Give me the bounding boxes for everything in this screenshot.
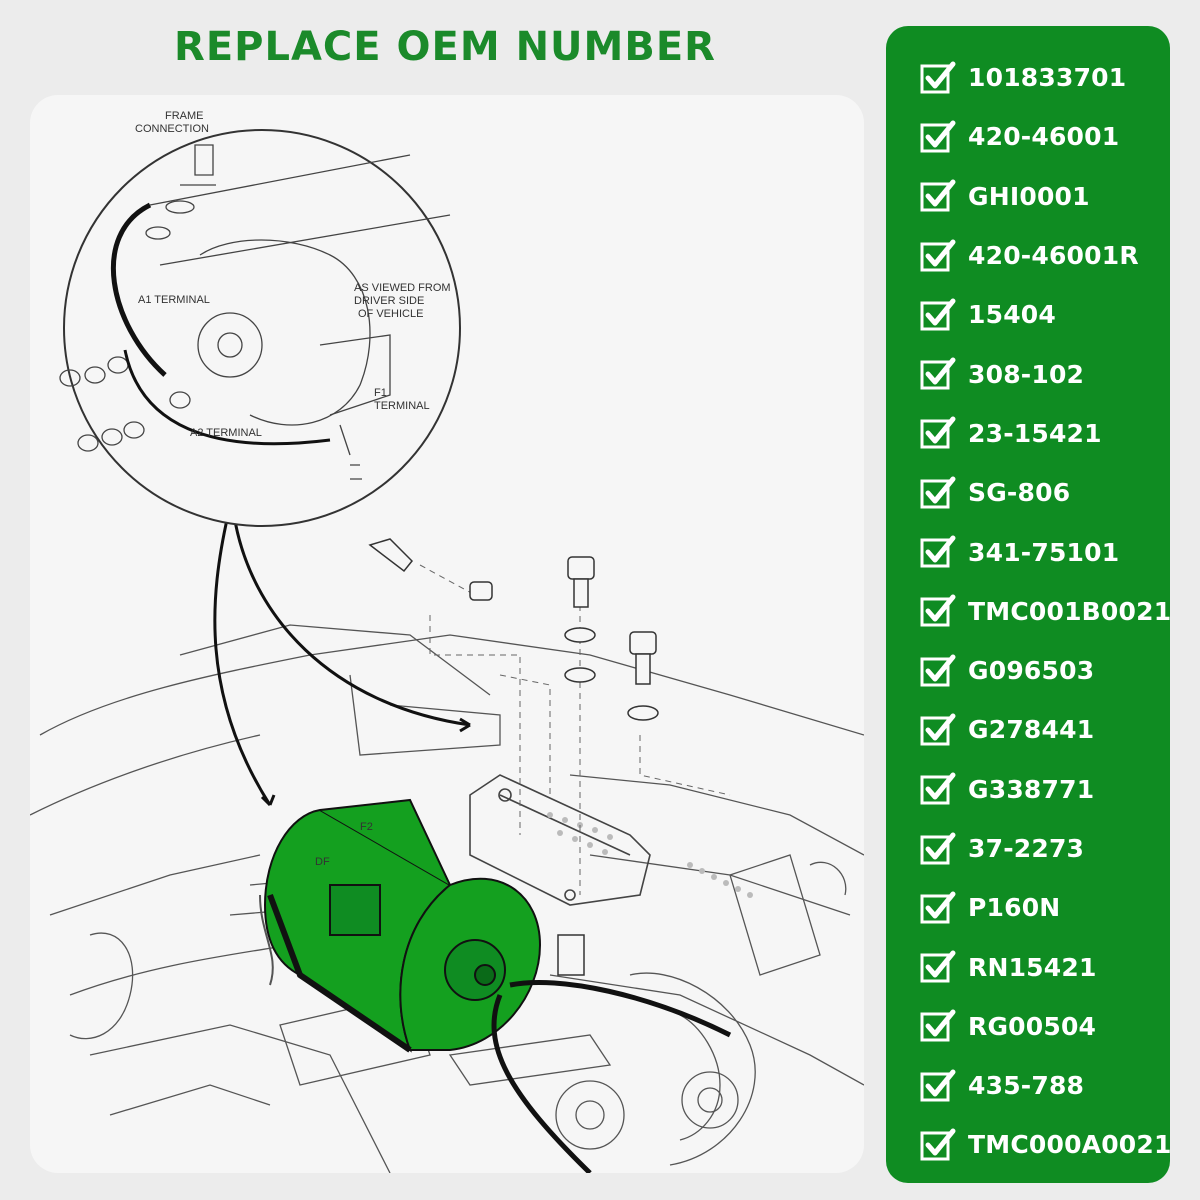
oem-list-item: 37-2273 (886, 819, 1170, 878)
oem-number: RN15421 (968, 952, 1097, 982)
oem-number: RG00504 (968, 1011, 1097, 1041)
oem-number-panel: 101833701 420-46001 GHI0001 420-46001R 1… (886, 26, 1172, 1183)
oem-number: GHI0001 (968, 181, 1090, 211)
oem-number: 435-788 (968, 1071, 1085, 1101)
a2-terminal-label: A2 TERMINAL (190, 427, 262, 439)
checkbox-check-icon (920, 1128, 956, 1161)
oem-number: G338771 (968, 774, 1095, 804)
checkbox-check-icon (920, 772, 956, 805)
checkbox-check-icon (920, 950, 956, 983)
f1-label-line1: F1 (374, 387, 387, 399)
oem-list-item: G096503 (886, 641, 1170, 700)
oem-number: SG-806 (968, 478, 1071, 508)
checkbox-check-icon (920, 179, 956, 212)
viewed-label-line1: AS VIEWED FROM (354, 282, 451, 294)
oem-list-item: RG00504 (886, 997, 1170, 1056)
diagram-drawing: F2 DF (30, 110, 864, 1173)
checkbox-check-icon (920, 1069, 956, 1102)
checkbox-check-icon (920, 654, 956, 687)
checkbox-check-icon (920, 61, 956, 94)
checkbox-check-icon (920, 239, 956, 272)
oem-list-item: TMC001B0021 (886, 582, 1172, 641)
oem-list-item: 420-46001 (886, 107, 1170, 166)
a1-terminal-label: A1 TERMINAL (138, 294, 210, 306)
oem-number-list: 101833701 420-46001 GHI0001 420-46001R 1… (886, 48, 1172, 1175)
oem-list-item: 15404 (886, 285, 1170, 344)
checkbox-check-icon (920, 1009, 956, 1042)
oem-list-item: TMC000A0021 (886, 1115, 1172, 1174)
oem-number: G096503 (968, 656, 1095, 686)
viewed-label-line3: OF VEHICLE (358, 308, 423, 320)
oem-list-item: 308-102 (886, 344, 1170, 403)
oem-number: G278441 (968, 715, 1095, 745)
checkbox-check-icon (920, 298, 956, 331)
motor-f2-label: F2 (360, 821, 373, 833)
checkbox-check-icon (920, 357, 956, 390)
motor-df-label: DF (315, 856, 330, 868)
checkbox-check-icon (920, 416, 956, 449)
oem-number: TMC001B0021 (968, 596, 1172, 626)
oem-list-item: SG-806 (886, 463, 1170, 522)
oem-number: 420-46001 (968, 122, 1120, 152)
installation-diagram: F2 DF (30, 95, 864, 1173)
checkbox-check-icon (920, 891, 956, 924)
oem-list-item: 435-788 (886, 1056, 1170, 1115)
checkbox-check-icon (920, 535, 956, 568)
oem-list-item: GHI0001 (886, 167, 1170, 226)
oem-list-item: 420-46001R (886, 226, 1170, 285)
oem-number: TMC000A0021 (968, 1130, 1172, 1160)
checkbox-check-icon (920, 832, 956, 864)
oem-number: 101833701 (968, 63, 1127, 93)
viewed-label-line2: DRIVER SIDE (354, 295, 424, 307)
f1-label-line2: TERMINAL (374, 400, 430, 412)
frame-label-line2: CONNECTION (135, 123, 209, 135)
checkbox-check-icon (920, 594, 956, 627)
oem-list-item: 341-75101 (886, 522, 1170, 581)
oem-number: 420-46001R (968, 241, 1139, 271)
oem-list-item: RN15421 (886, 937, 1170, 996)
oem-number: 308-102 (968, 359, 1085, 389)
frame-label-line1: FRAME (165, 110, 204, 122)
oem-number: 15404 (968, 300, 1056, 330)
oem-list-item: G338771 (886, 760, 1170, 819)
page-title: REPLACE OEM NUMBER (174, 24, 716, 70)
oem-list-item: 23-15421 (886, 404, 1170, 463)
oem-number: 37-2273 (968, 834, 1085, 863)
oem-number: 341-75101 (968, 537, 1120, 567)
oem-list-item: G278441 (886, 700, 1170, 759)
oem-number: 23-15421 (968, 418, 1102, 448)
oem-number: P160N (968, 893, 1061, 923)
motor (263, 798, 542, 1053)
oem-list-item: P160N (886, 878, 1170, 937)
oem-list-item: 101833701 (886, 48, 1170, 107)
checkbox-check-icon (920, 713, 956, 746)
checkbox-check-icon (920, 476, 956, 509)
checkbox-check-icon (920, 120, 956, 153)
